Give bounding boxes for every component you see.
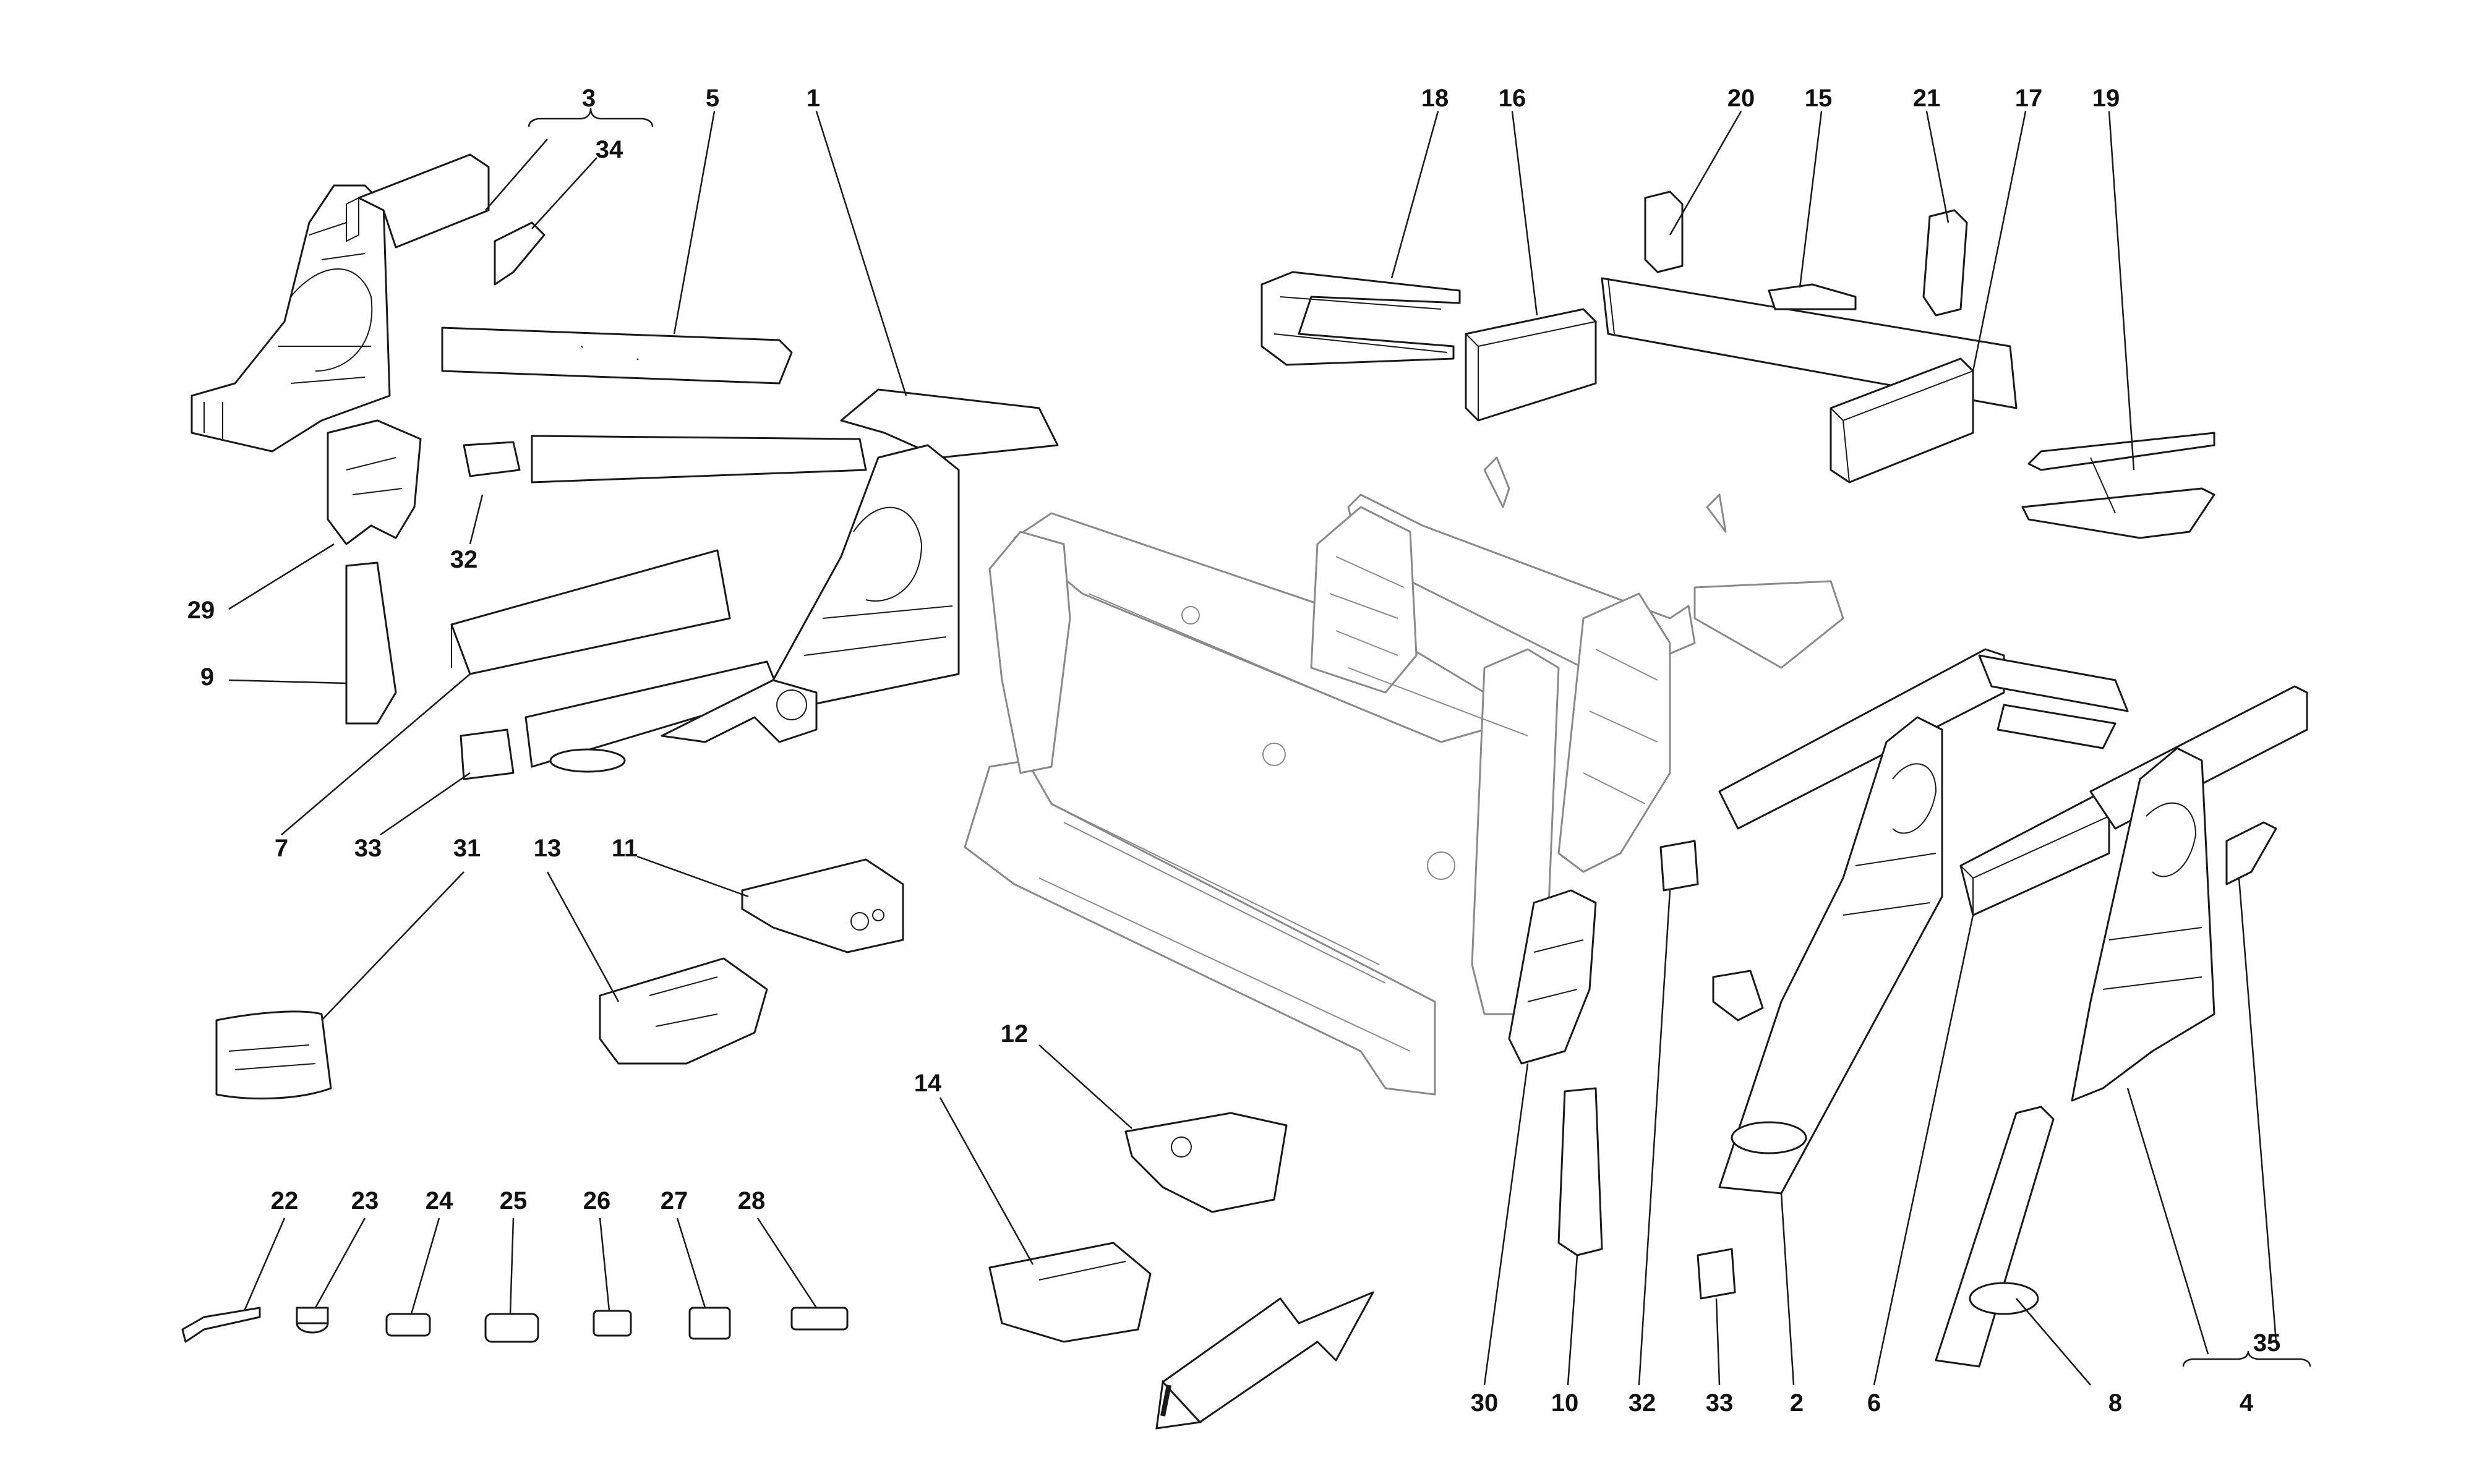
beam-long-upper: [531, 435, 867, 484]
right-rear-side-frame-4: [2071, 685, 2308, 1102]
fastener-23: [296, 1307, 329, 1334]
fastener-24: [385, 1313, 431, 1337]
callout-7: 7: [275, 835, 288, 862]
callout-2: 2: [1790, 1389, 1804, 1417]
callout-13: 13: [534, 835, 562, 862]
callout-34: 34: [596, 136, 623, 163]
callout-33-left: 33: [354, 835, 382, 862]
gusset-20: [1644, 190, 1684, 273]
callout-24: 24: [426, 1187, 453, 1214]
callout-23: 23: [351, 1187, 379, 1214]
callout-29: 29: [187, 597, 215, 624]
callout-21: 21: [1913, 85, 1941, 112]
bracket-11: [741, 858, 904, 953]
cross-member-15: [1601, 277, 2018, 409]
bracket-12: [1124, 1112, 1288, 1213]
callout-4: 4: [2240, 1389, 2254, 1417]
beam-5: [441, 326, 793, 385]
leader-lines: [228, 108, 2311, 1386]
bracket-14: [988, 1242, 1152, 1343]
block-32-right: [1659, 840, 1699, 892]
fastener-28: [790, 1307, 849, 1331]
fastener-22: [181, 1307, 261, 1343]
beam-7: [450, 549, 731, 675]
direction-arrow: [1155, 1291, 1374, 1430]
callout-8: 8: [2108, 1389, 2122, 1417]
callout-12: 12: [1001, 1020, 1029, 1047]
bracket-13: [599, 957, 768, 1065]
callout-6: 6: [1867, 1389, 1881, 1417]
callout-22: 22: [271, 1187, 299, 1214]
callout-32-right: 32: [1629, 1389, 1656, 1417]
gusset-35: [2225, 821, 2277, 885]
callout-32-left: 32: [450, 546, 478, 573]
block-33-left: [460, 728, 515, 780]
gusset-21: [1922, 209, 1968, 317]
rear-frame-2: [1712, 648, 2005, 1195]
beam-lower-with-pad: [524, 660, 781, 773]
post-10: [1557, 1087, 1603, 1256]
assembled-frame-ghost: [964, 456, 1844, 1096]
callout-28: 28: [738, 1187, 766, 1214]
block-32-left: [463, 441, 521, 477]
gusset-34: [494, 221, 546, 286]
block-33-right: [1697, 1248, 1736, 1300]
callout-31: 31: [453, 835, 481, 862]
left-rear-side-frame-3: [190, 153, 490, 453]
callout-11: 11: [612, 835, 638, 862]
callout-3: 3: [582, 85, 596, 112]
fastener-26: [593, 1310, 632, 1337]
callout-10: 10: [1551, 1389, 1579, 1417]
callout-1: 1: [807, 85, 820, 112]
post-9: [345, 561, 397, 725]
fastener-25: [484, 1313, 539, 1343]
callout-numbers: 3 34 5 1 32 29 9 7 33 31 13 11 12 14 22 …: [187, 85, 2281, 1417]
bracket-19: [2021, 432, 2215, 539]
beam-6: [1959, 790, 2110, 916]
callout-20: 20: [1727, 85, 1755, 112]
callout-15: 15: [1805, 85, 1833, 112]
bracket-30: [1508, 889, 1597, 1065]
callout-30: 30: [1471, 1389, 1499, 1417]
callout-25: 25: [500, 1187, 528, 1214]
callout-9: 9: [200, 663, 214, 691]
callout-19: 19: [2092, 85, 2120, 112]
front-frame-1: [661, 388, 1059, 743]
callout-33-right: 33: [1706, 1389, 1734, 1417]
callout-26: 26: [583, 1187, 611, 1214]
callout-5: 5: [706, 85, 719, 112]
bracket-29: [327, 419, 422, 545]
tube-17: [1830, 357, 1974, 484]
callout-17: 17: [2015, 85, 2043, 112]
tube-16: [1465, 308, 1597, 422]
cover-31: [215, 1010, 332, 1100]
callout-18: 18: [1421, 85, 1449, 112]
connector-beams: [1978, 654, 2129, 749]
callout-14: 14: [914, 1070, 942, 1097]
callout-35: 35: [2253, 1329, 2281, 1357]
callout-16: 16: [1499, 85, 1526, 112]
bracket-18: [1261, 271, 1461, 366]
callout-27: 27: [661, 1187, 688, 1214]
beam-8: [1935, 1106, 2055, 1368]
fastener-27: [688, 1307, 731, 1340]
